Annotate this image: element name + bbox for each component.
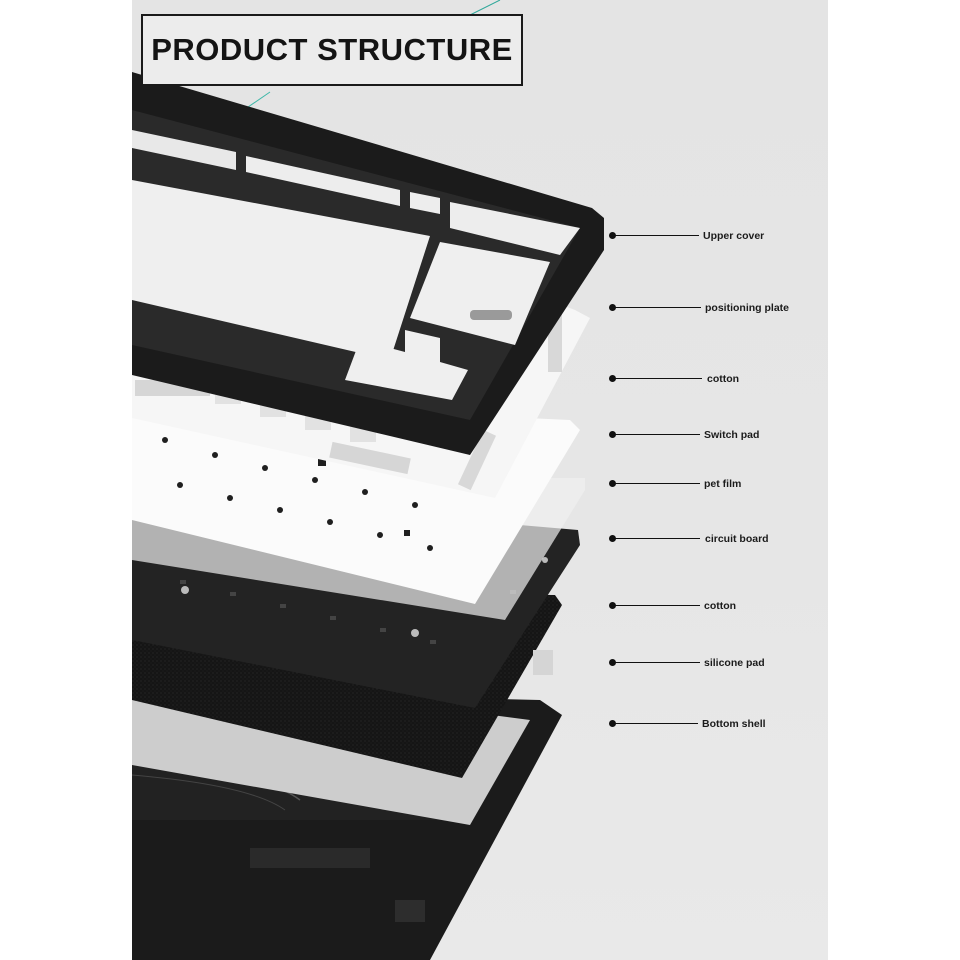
callout-pet-film: pet film [609, 478, 809, 490]
leader-line [614, 483, 700, 484]
bullet-icon [609, 720, 616, 727]
layer-label: Bottom shell [702, 718, 766, 730]
layer-label: pet film [704, 478, 742, 490]
foam-tab [533, 650, 553, 675]
leader-line [614, 307, 701, 308]
layer-label: silicone pad [704, 657, 765, 669]
callout-cotton-upper: cotton [609, 373, 809, 385]
leader-line [614, 723, 698, 724]
layer-label: cotton [707, 373, 740, 385]
bullet-icon [609, 232, 616, 239]
bullet-icon [609, 659, 616, 666]
leader-line [614, 662, 700, 663]
callout-silicone-pad: silicone pad [609, 657, 809, 669]
leader-line [614, 434, 700, 435]
bullet-icon [609, 304, 616, 311]
page-title: PRODUCT STRUCTURE [151, 32, 513, 67]
leader-line [614, 378, 702, 379]
leader-line [614, 235, 699, 236]
leader-line [614, 538, 700, 539]
leader-line [614, 605, 700, 606]
upper-cover-layer [132, 72, 604, 455]
bullet-icon [609, 375, 616, 382]
bullet-icon [609, 602, 616, 609]
bullet-icon [609, 480, 616, 487]
layer-label: positioning plate [705, 302, 789, 314]
title-box: PRODUCT STRUCTURE [141, 14, 523, 86]
callout-upper-cover: Upper cover [609, 230, 809, 242]
bullet-icon [609, 535, 616, 542]
layer-label: circuit board [705, 533, 769, 545]
bullet-icon [609, 431, 616, 438]
callout-positioning-plate: positioning plate [609, 302, 809, 314]
callout-cotton-lower: cotton [609, 600, 809, 612]
layer-label: Upper cover [703, 230, 765, 242]
callout-bottom-shell: Bottom shell [609, 718, 809, 730]
callout-switch-pad: Switch pad [609, 429, 809, 441]
layer-label: Switch pad [704, 429, 760, 441]
callout-circuit-board: circuit board [609, 533, 809, 545]
layer-label: cotton [704, 600, 737, 612]
